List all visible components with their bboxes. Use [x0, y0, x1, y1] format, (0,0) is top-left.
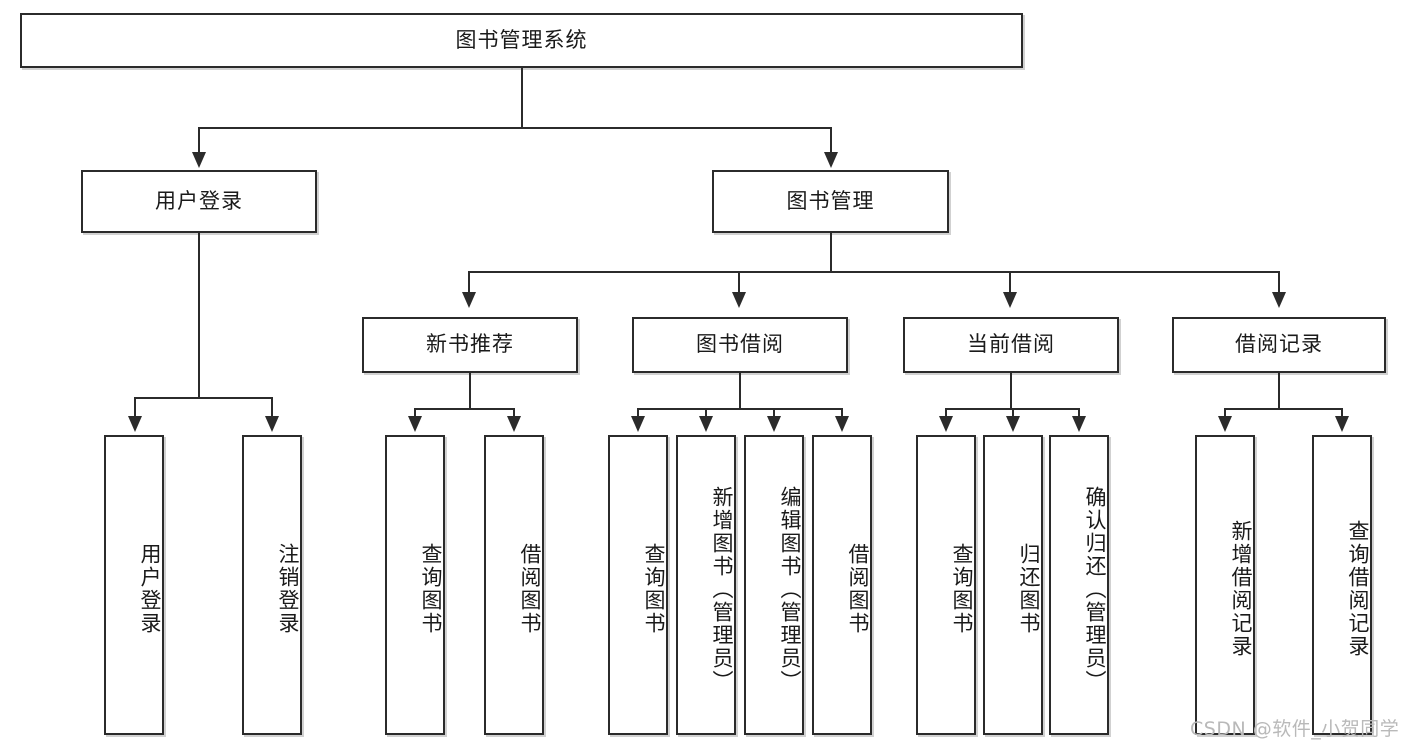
leaf-record-query-borrow-record[interactable]: 查询借阅记录 — [1312, 435, 1372, 735]
edge-root-to-book-mgmt — [830, 127, 832, 155]
edge-new-book-rec-bus — [414, 408, 514, 410]
leaf-borrow-add-book-admin[interactable]: 新增图书（管理员） — [676, 435, 736, 735]
node-label: 注销登录 — [276, 543, 300, 635]
edge-to-borrow-record — [1278, 271, 1280, 295]
node-label: 查询图书 — [950, 543, 974, 635]
node-label: 新增图书（管理员） — [710, 485, 734, 693]
node-user-login[interactable]: 用户登录 — [81, 170, 317, 233]
edge-current-borrow-bus — [945, 408, 1078, 410]
edge-current-borrow-trunk — [1010, 373, 1012, 409]
edge-user-login-trunk — [198, 233, 200, 398]
arrowhead-leaf-bb-add — [699, 416, 713, 432]
node-label: 归还图书 — [1017, 543, 1041, 635]
arrowhead-leaf-rec-borrow — [507, 416, 521, 432]
node-label: 借阅图书 — [518, 543, 542, 635]
edge-book-borrow-bus — [637, 408, 841, 410]
arrowhead-leaf-bb-borrow — [835, 416, 849, 432]
node-current-borrowing[interactable]: 当前借阅 — [903, 317, 1119, 373]
edge-to-leaf-bb-edit — [773, 408, 775, 420]
leaf-recommend-borrow-book[interactable]: 借阅图书 — [484, 435, 544, 735]
edge-to-leaf-cb-return — [1012, 408, 1014, 420]
node-label: 当前借阅 — [967, 332, 1055, 357]
arrowhead-book-borrow — [732, 292, 746, 308]
leaf-logout[interactable]: 注销登录 — [242, 435, 302, 735]
arrowhead-current-borrow — [1003, 292, 1017, 308]
arrowhead-leaf-cb-return — [1006, 416, 1020, 432]
edge-root-bus — [198, 127, 832, 129]
edge-to-leaf-cb-query — [945, 408, 947, 420]
arrowhead-user-login — [192, 152, 206, 168]
node-label: 查询图书 — [419, 543, 443, 635]
arrowhead-leaf-br-add — [1218, 416, 1232, 432]
arrowhead-leaf-user-login — [128, 416, 142, 432]
node-book-management[interactable]: 图书管理 — [712, 170, 949, 233]
node-label: 查询图书 — [642, 543, 666, 635]
edge-user-login-bus — [134, 397, 272, 399]
node-label: 查询借阅记录 — [1346, 520, 1370, 658]
edge-to-book-borrow — [738, 271, 740, 295]
node-book-borrowing[interactable]: 图书借阅 — [632, 317, 848, 373]
edge-book-mgmt-bus — [468, 271, 1280, 273]
edge-to-leaf-logout — [271, 397, 273, 419]
node-label: 图书管理 — [786, 188, 875, 213]
edge-root-trunk — [521, 68, 523, 128]
node-label: 新增借阅记录 — [1229, 520, 1253, 658]
leaf-recommend-query-book[interactable]: 查询图书 — [385, 435, 445, 735]
leaf-borrow-query-book[interactable]: 查询图书 — [608, 435, 668, 735]
leaf-borrow-borrow-book[interactable]: 借阅图书 — [812, 435, 872, 735]
arrowhead-leaf-cb-confirm — [1072, 416, 1086, 432]
arrowhead-leaf-rec-query — [408, 416, 422, 432]
edge-to-leaf-cb-confirm — [1078, 408, 1080, 420]
node-label: 用户登录 — [155, 188, 243, 213]
csdn-watermark: CSDN @软件_小贺同学 — [1190, 718, 1400, 740]
arrowhead-leaf-bb-edit — [767, 416, 781, 432]
arrowhead-leaf-cb-query — [939, 416, 953, 432]
edge-book-mgmt-trunk — [830, 233, 832, 272]
edge-new-book-rec-trunk — [469, 373, 471, 409]
edge-to-current-borrow — [1009, 271, 1011, 295]
edge-to-leaf-br-add — [1224, 408, 1226, 420]
edge-borrow-record-bus — [1224, 408, 1342, 410]
node-label: 借阅记录 — [1235, 332, 1323, 357]
arrowhead-book-mgmt — [824, 152, 838, 168]
edge-to-leaf-bb-query — [637, 408, 639, 420]
leaf-borrow-edit-book-admin[interactable]: 编辑图书（管理员） — [744, 435, 804, 735]
arrowhead-leaf-logout — [265, 416, 279, 432]
node-label: 借阅图书 — [846, 543, 870, 635]
node-label: 编辑图书（管理员） — [778, 485, 802, 693]
edge-to-leaf-bb-borrow — [841, 408, 843, 420]
leaf-current-confirm-return-admin[interactable]: 确认归还（管理员） — [1049, 435, 1109, 735]
node-root-book-management-system[interactable]: 图书管理系统 — [20, 13, 1023, 68]
leaf-current-query-book[interactable]: 查询图书 — [916, 435, 976, 735]
leaf-record-add-borrow-record[interactable]: 新增借阅记录 — [1195, 435, 1255, 735]
edge-to-leaf-br-query — [1341, 408, 1343, 420]
node-new-book-recommendation[interactable]: 新书推荐 — [362, 317, 578, 373]
node-label: 图书借阅 — [696, 332, 784, 357]
arrowhead-leaf-br-query — [1335, 416, 1349, 432]
node-label: 确认归还（管理员） — [1083, 485, 1107, 693]
edge-borrow-record-trunk — [1278, 373, 1280, 409]
node-label: 用户登录 — [138, 543, 162, 635]
arrowhead-borrow-record — [1272, 292, 1286, 308]
node-label: 图书管理系统 — [455, 27, 588, 52]
arrowhead-new-book-rec — [462, 292, 476, 308]
edge-to-leaf-rec-query — [414, 408, 416, 420]
leaf-user-login[interactable]: 用户登录 — [104, 435, 164, 735]
edge-to-leaf-rec-borrow — [513, 408, 515, 420]
arrowhead-leaf-bb-query — [631, 416, 645, 432]
edge-to-new-book-rec — [468, 271, 470, 295]
leaf-current-return-book[interactable]: 归还图书 — [983, 435, 1043, 735]
node-label: 新书推荐 — [426, 332, 514, 357]
node-borrowing-record[interactable]: 借阅记录 — [1172, 317, 1386, 373]
edge-to-leaf-bb-add — [705, 408, 707, 420]
edge-root-to-user-login — [198, 127, 200, 155]
edge-to-leaf-user-login — [134, 397, 136, 419]
edge-book-borrow-trunk — [739, 373, 741, 409]
